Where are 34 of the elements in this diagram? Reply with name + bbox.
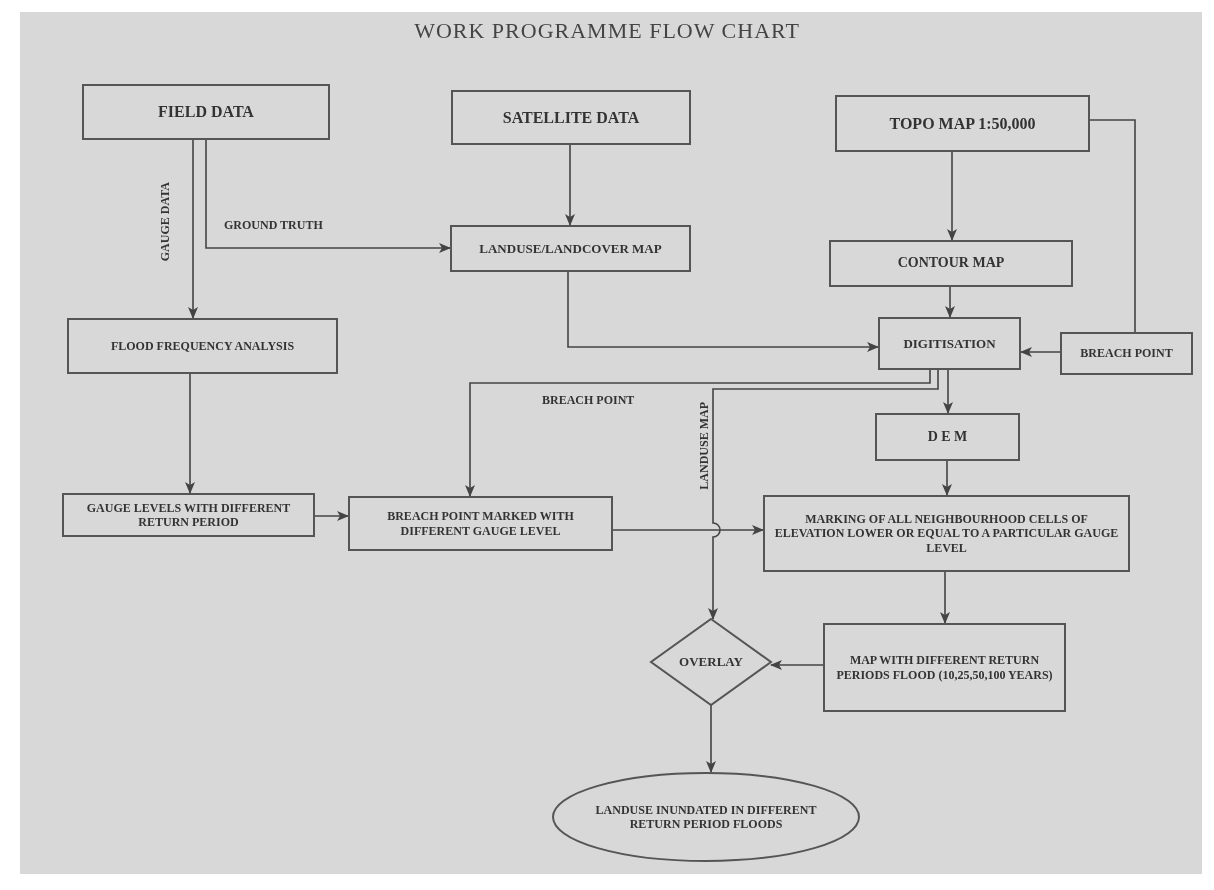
connector-line [1089,119,1136,333]
arrow [940,571,950,624]
arrow [943,369,953,414]
arrow [945,286,955,318]
process-box: BREACH POINT [1060,332,1193,375]
arrow [947,151,957,241]
process-box: SATELLITE DATA [451,90,691,145]
process-box: FLOOD FREQUENCY ANALYSIS [67,318,338,374]
terminal-ellipse: LANDUSE INUNDATED IN DIFFERENT RETURN PERIOD FLOODS [552,772,860,862]
arrow [205,139,451,253]
process-box: DIGITISATION [878,317,1021,370]
chart-title: WORK PROGRAMME FLOW CHART [413,18,801,44]
process-box: BREACH POINT MARKED WITH DIFFERENT GAUGE LEVEL [348,496,613,551]
arrow [465,369,931,497]
arrow [706,704,716,773]
decision-diamond: OVERLAY [651,619,771,705]
arrow [708,369,939,620]
arrow [942,460,952,496]
arrow [188,139,198,319]
process-box: TOPO MAP 1:50,000 [835,95,1090,152]
arrow [565,144,575,226]
process-box: MARKING OF ALL NEIGHBOURHOOD CELLS OF ELEVATION LOWER OR EQUAL TO A PARTICULAR GAUGE LEVEL [763,495,1130,572]
arrow [770,660,824,670]
arrow [612,525,764,535]
process-box: LANDUSE/LANDCOVER MAP [450,225,691,272]
arrow [1020,347,1061,357]
arrow [314,511,349,521]
process-box: FIELD DATA [82,84,330,140]
process-box: MAP WITH DIFFERENT RETURN PERIODS FLOOD (10,25,50,100 YEARS) [823,623,1066,712]
process-box: GAUGE LEVELS WITH DIFFERENT RETURN PERIOD [62,493,315,537]
arrow [567,271,879,352]
arrow [185,373,195,494]
process-box: CONTOUR MAP [829,240,1073,287]
process-box: D E M [875,413,1020,461]
